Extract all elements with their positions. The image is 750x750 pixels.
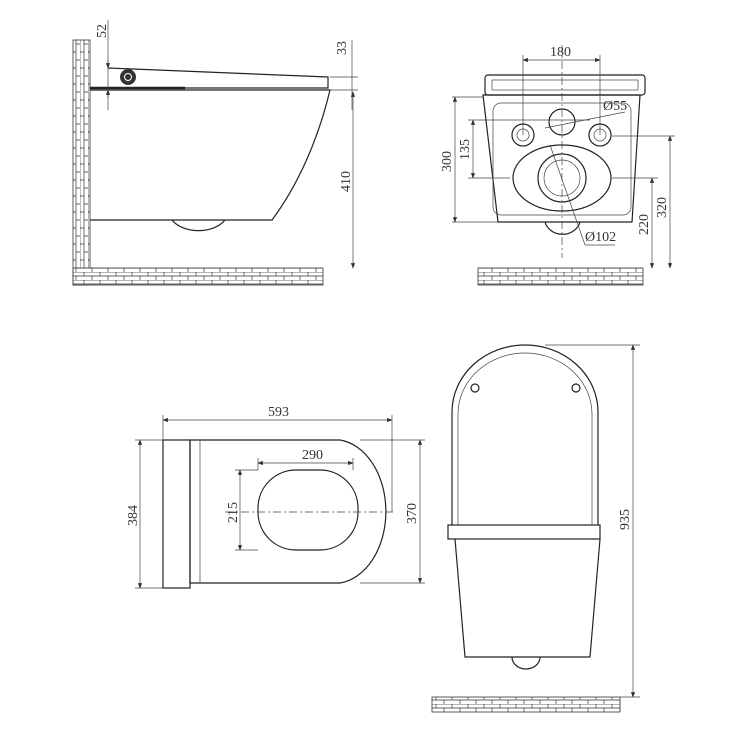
toilet-body <box>454 538 601 658</box>
floor <box>72 267 324 286</box>
dim-body-width: 370 <box>405 503 420 524</box>
floor <box>477 267 644 286</box>
wall <box>72 39 91 286</box>
dim-opening-length: 290 <box>302 448 323 463</box>
seat-opening <box>257 469 359 551</box>
seat-base <box>447 524 601 540</box>
dim-inlet-diameter: Ø55 <box>603 99 627 114</box>
open-lid <box>451 344 599 525</box>
hinge-icon <box>120 69 136 85</box>
dim-lid-gap: 33 <box>335 41 350 55</box>
toilet-body <box>189 439 387 584</box>
dim-inlet-offset: 135 <box>458 139 473 160</box>
side-view: 52 33 410 <box>72 20 358 286</box>
dim-body-height: 300 <box>440 151 455 172</box>
dim-opening-width: 215 <box>226 502 241 523</box>
dim-outlet-diameter: Ø102 <box>585 230 616 245</box>
toilet-body <box>90 89 331 221</box>
seat-lid <box>90 67 329 89</box>
top-view: 593 290 384 215 370 <box>126 405 425 589</box>
dim-inlet-spacing: 180 <box>550 45 571 60</box>
open-lid-view: 935 <box>431 344 640 713</box>
dim-width: 384 <box>126 505 141 526</box>
dim-outlet-height: 220 <box>637 214 652 235</box>
dim-total-height: 935 <box>618 509 633 530</box>
dim-length: 593 <box>268 405 289 420</box>
dim-inlet-height: 320 <box>655 197 670 218</box>
seat-top <box>484 74 646 96</box>
tank-edge <box>162 439 191 589</box>
floor <box>431 696 621 713</box>
dim-seat-thickness: 52 <box>95 24 110 38</box>
dim-height-410: 410 <box>339 171 354 192</box>
front-view: 180 Ø55 300 135 320 220 Ø102 <box>440 45 675 286</box>
outlet-bump <box>171 219 226 232</box>
